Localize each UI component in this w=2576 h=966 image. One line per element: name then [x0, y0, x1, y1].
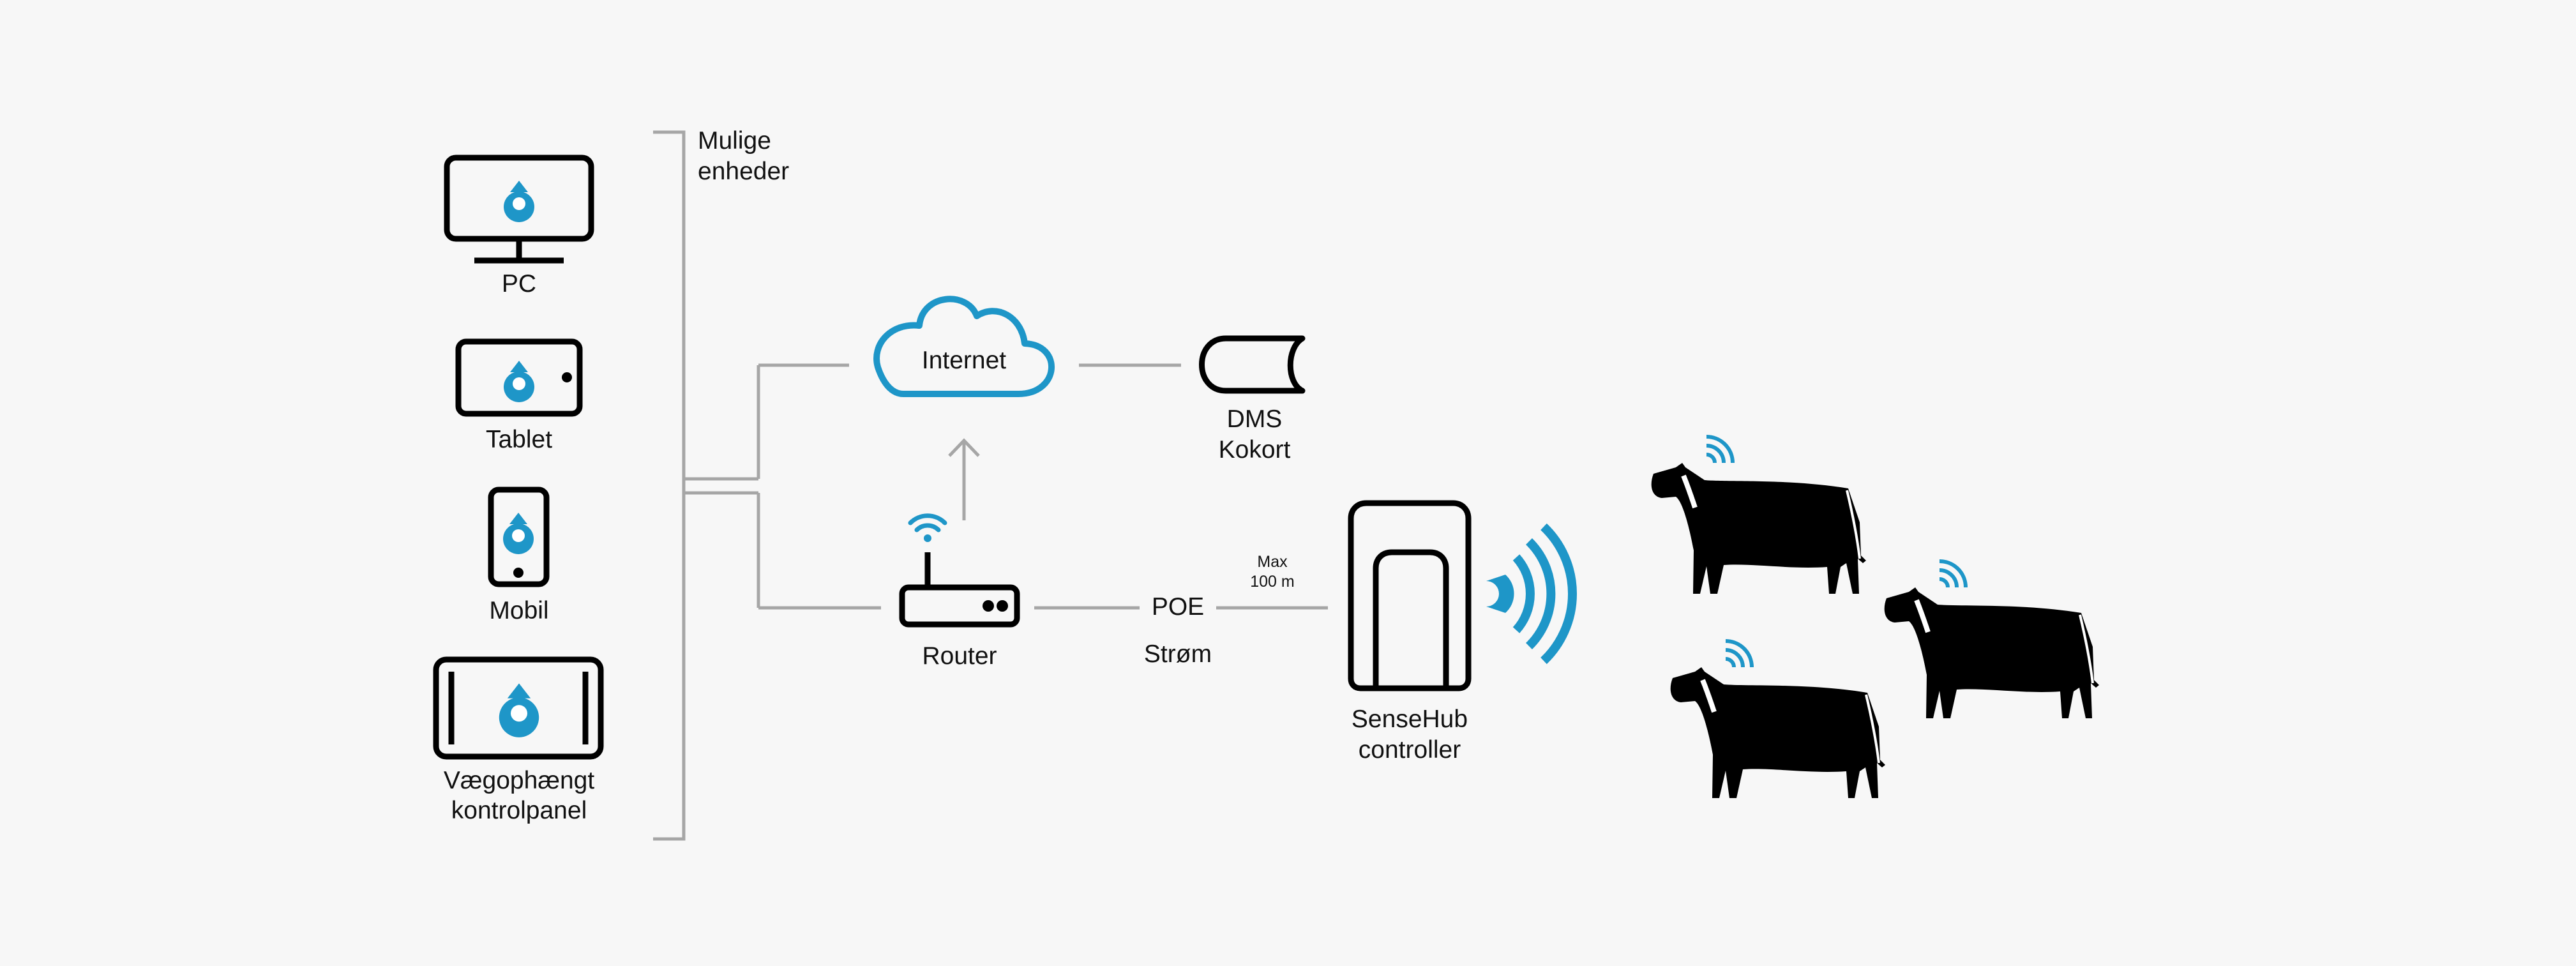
cow-icon [1652, 437, 1866, 594]
router-icon [899, 552, 1020, 628]
internet-label: Internet [921, 347, 1007, 374]
max-distance-label: 100 m [1250, 573, 1295, 591]
cow-icon [1671, 641, 1885, 798]
dms-label: Kokort [1218, 436, 1291, 464]
wireless-signal-icon [1486, 523, 1577, 665]
controller-label: SenseHub [1351, 706, 1468, 733]
mobile-label: Mobil [489, 597, 549, 624]
wall-panel-label: kontrolpanel [451, 797, 587, 824]
tablet-icon [455, 338, 583, 417]
controller-icon [1348, 500, 1472, 691]
wall-panel-icon [433, 656, 604, 760]
device-group-label: Mulige [698, 127, 771, 155]
monitor-icon [444, 155, 594, 264]
connector-lines [653, 130, 1328, 841]
arrow-up-head [948, 438, 980, 457]
wall-panel-label: Vægophængt [443, 767, 595, 794]
pc-label: PC [501, 270, 537, 298]
dms-label: DMS [1226, 405, 1283, 433]
database-icon [1199, 335, 1306, 394]
wifi-icon [908, 513, 947, 542]
cloud-icon [873, 296, 1055, 397]
max-distance-label: Max [1257, 553, 1288, 571]
mobile-icon [488, 487, 550, 587]
tablet-label: Tablet [485, 426, 553, 453]
controller-label: controller [1358, 736, 1461, 764]
power-label: Strøm [1143, 640, 1212, 668]
poe-label: POE [1151, 593, 1205, 621]
device-group-label: enheder [698, 158, 790, 185]
cow-icon [1885, 561, 2099, 718]
router-label: Router [922, 642, 997, 670]
device-group-bracket [653, 130, 686, 841]
